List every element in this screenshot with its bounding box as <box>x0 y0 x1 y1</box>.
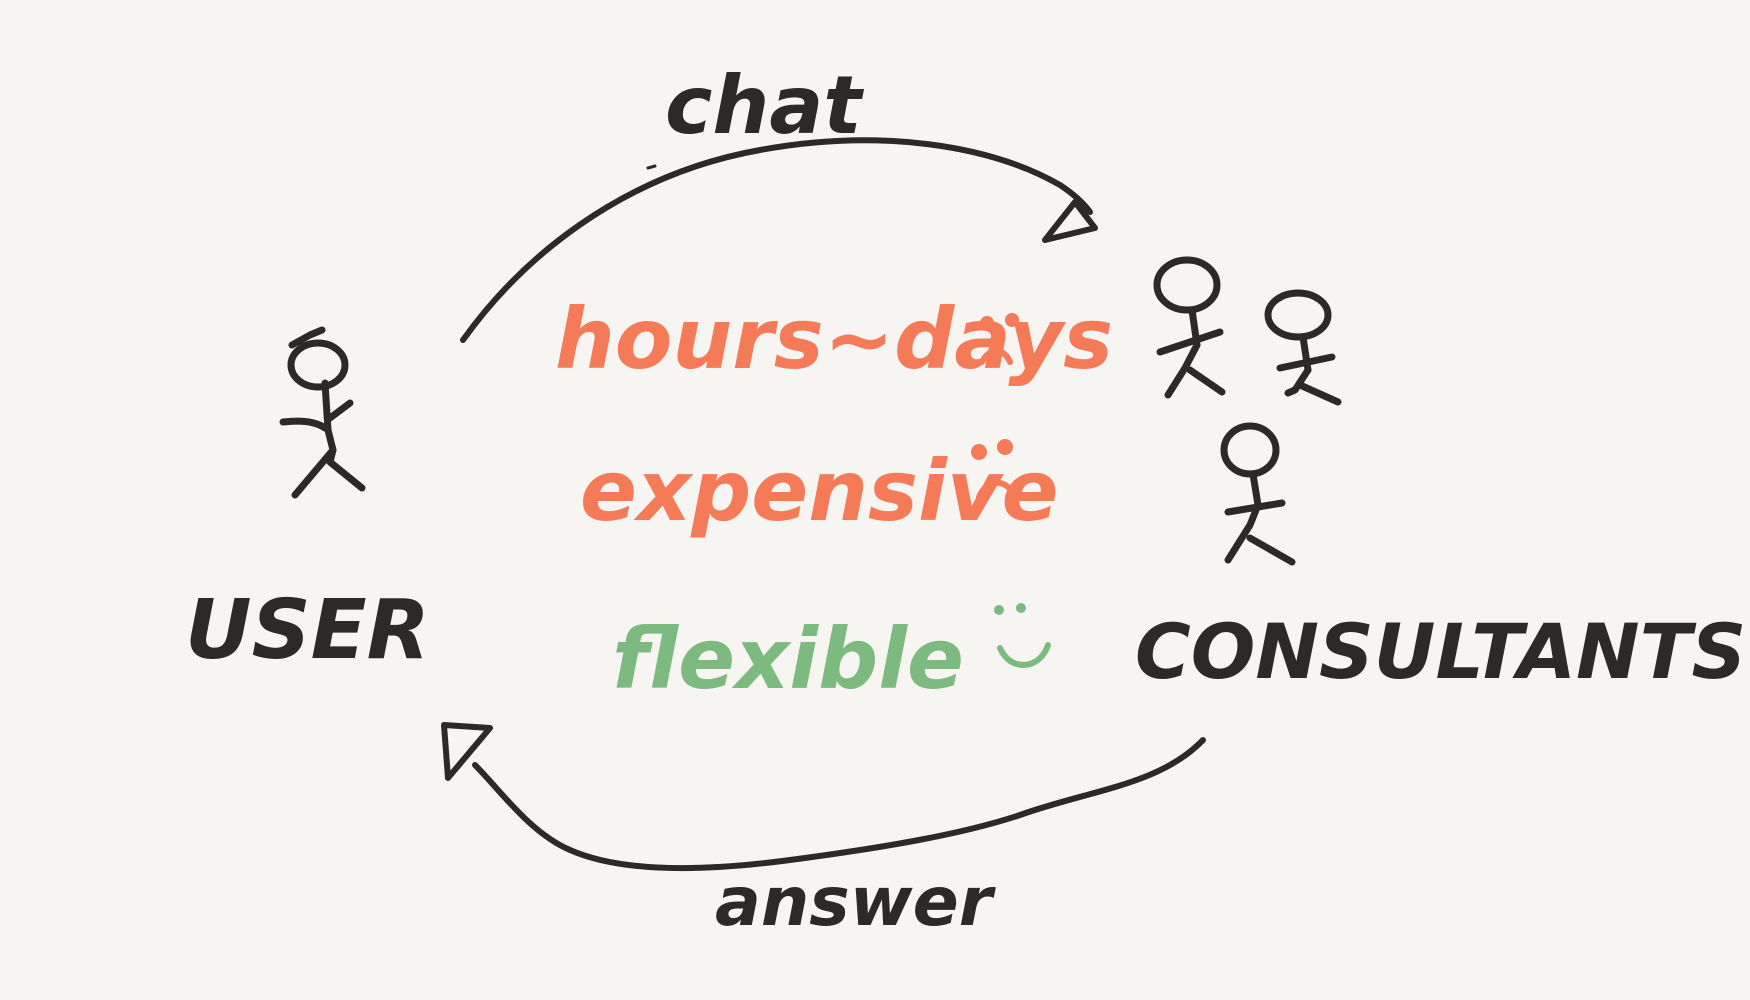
user-label: USER <box>185 583 430 678</box>
attribute-hours-days: hours~days <box>555 290 1113 388</box>
attributes-list: hours~days expensive flexible <box>555 290 1113 708</box>
consultant-figure-1 <box>1153 256 1226 399</box>
chat-arrowhead-icon <box>1042 199 1098 243</box>
happy-face-icon <box>994 603 1051 668</box>
chat-arrow <box>460 137 1098 343</box>
stick-figure-group-icon <box>1153 256 1342 566</box>
attribute-expensive: expensive <box>580 442 1059 540</box>
answer-label: answer <box>715 863 997 942</box>
answer-arrow <box>441 722 1206 872</box>
consultant-figure-3 <box>1220 422 1296 566</box>
consultant-figure-2 <box>1264 289 1342 406</box>
stick-figure-icon <box>279 326 366 499</box>
answer-arrowhead-icon <box>441 722 493 781</box>
consultants-label: CONSULTANTS <box>1135 607 1746 696</box>
sad-face-icon <box>971 439 1018 500</box>
attribute-flexible: flexible <box>612 610 964 708</box>
sad-face-icon <box>979 313 1019 365</box>
chat-label: chat <box>665 59 864 152</box>
